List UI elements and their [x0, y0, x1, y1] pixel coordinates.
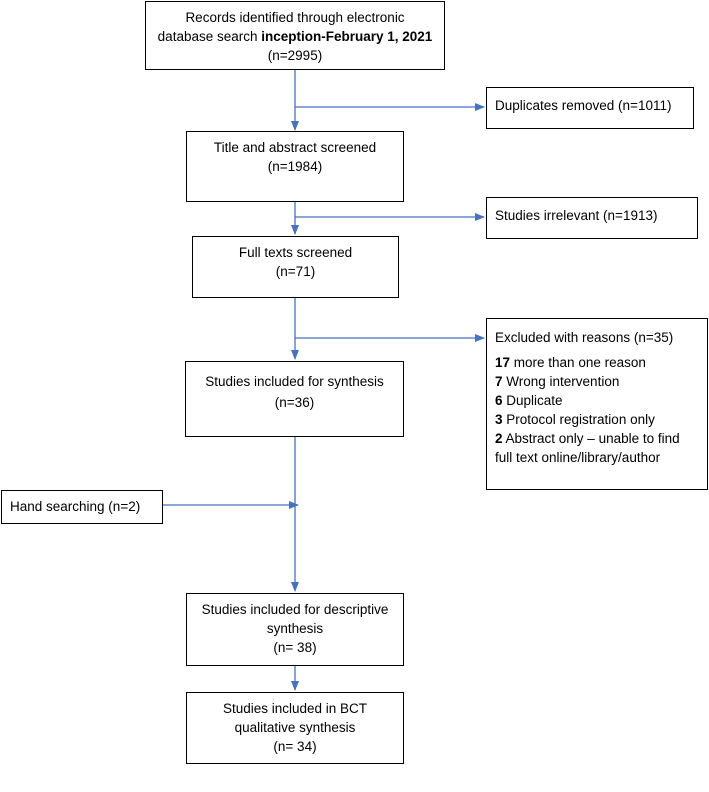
studies-irrelevant-text: Studies irrelevant (n=1913) [495, 208, 658, 223]
excluded-reason-text: Wrong intervention [502, 374, 620, 389]
records-identified-box: Records identified through electronic da… [145, 1, 445, 70]
records-identified-date-range: inception-February 1, 2021 [261, 29, 433, 44]
excluded-reason-text: Protocol registration only [502, 412, 655, 427]
descriptive-synthesis-box: Studies included for descriptive synthes… [186, 593, 404, 666]
duplicates-removed-text: Duplicates removed (n=1011) [495, 98, 672, 113]
full-texts-line1: Full texts screened [238, 245, 353, 260]
bct-line2: qualitative synthesis [234, 720, 356, 735]
excluded-reason-item: 7 Wrong intervention [495, 372, 707, 391]
synthesis-line1: Studies included for synthesis [205, 374, 384, 389]
title-abstract-box: Title and abstract screened (n=1984) [186, 131, 404, 202]
excluded-reason-count: 2 [495, 431, 503, 446]
excluded-reason-count: 7 [495, 374, 503, 389]
excluded-reason-count: 6 [495, 393, 503, 408]
full-texts-box: Full texts screened (n=71) [192, 236, 399, 298]
descriptive-line2: synthesis [266, 621, 324, 636]
full-texts-count: (n=71) [275, 264, 316, 279]
bct-synthesis-box: Studies included in BCT qualitative synt… [186, 692, 404, 764]
duplicates-removed-box: Duplicates removed (n=1011) [486, 87, 694, 129]
excluded-reason-item: 17 more than one reason [495, 353, 707, 372]
records-identified-line1: Records identified through electronic [185, 10, 405, 25]
bct-count: (n= 34) [273, 739, 317, 754]
hand-searching-box: Hand searching (n=2) [1, 490, 163, 524]
records-identified-line2: database search inception-February 1, 20… [146, 27, 444, 46]
studies-irrelevant-box: Studies irrelevant (n=1913) [486, 197, 698, 239]
excluded-reason-count: 3 [495, 412, 503, 427]
excluded-reason-text: Duplicate [502, 393, 563, 408]
excluded-reason-text: more than one reason [510, 355, 646, 370]
excluded-reason-text: Abstract only – unable to find [502, 431, 680, 446]
excluded-title: Excluded with reasons (n=35) [495, 330, 674, 345]
excluded-reason-item: 3 Protocol registration only [495, 410, 707, 429]
records-identified-line2-prefix: database search [157, 29, 262, 44]
descriptive-count: (n= 38) [273, 640, 317, 655]
title-abstract-line1: Title and abstract screened [213, 140, 377, 155]
excluded-reason-count: 17 [495, 355, 511, 370]
excluded-reason-continuation: full text online/library/author [495, 450, 661, 465]
synthesis-count: (n=36) [274, 395, 315, 410]
excluded-reasons-box: Excluded with reasons (n=35) 17 more tha… [486, 318, 708, 490]
excluded-reason-item: 6 Duplicate [495, 391, 707, 410]
hand-searching-text: Hand searching (n=2) [10, 499, 141, 514]
records-identified-count: (n=2995) [267, 48, 323, 63]
bct-line1: Studies included in BCT [222, 701, 368, 716]
title-abstract-count: (n=1984) [267, 159, 323, 174]
excluded-reason-item: 2 Abstract only – unable to find [495, 429, 707, 448]
descriptive-line1: Studies included for descriptive [201, 602, 389, 617]
synthesis-box: Studies included for synthesis (n=36) [185, 361, 404, 437]
